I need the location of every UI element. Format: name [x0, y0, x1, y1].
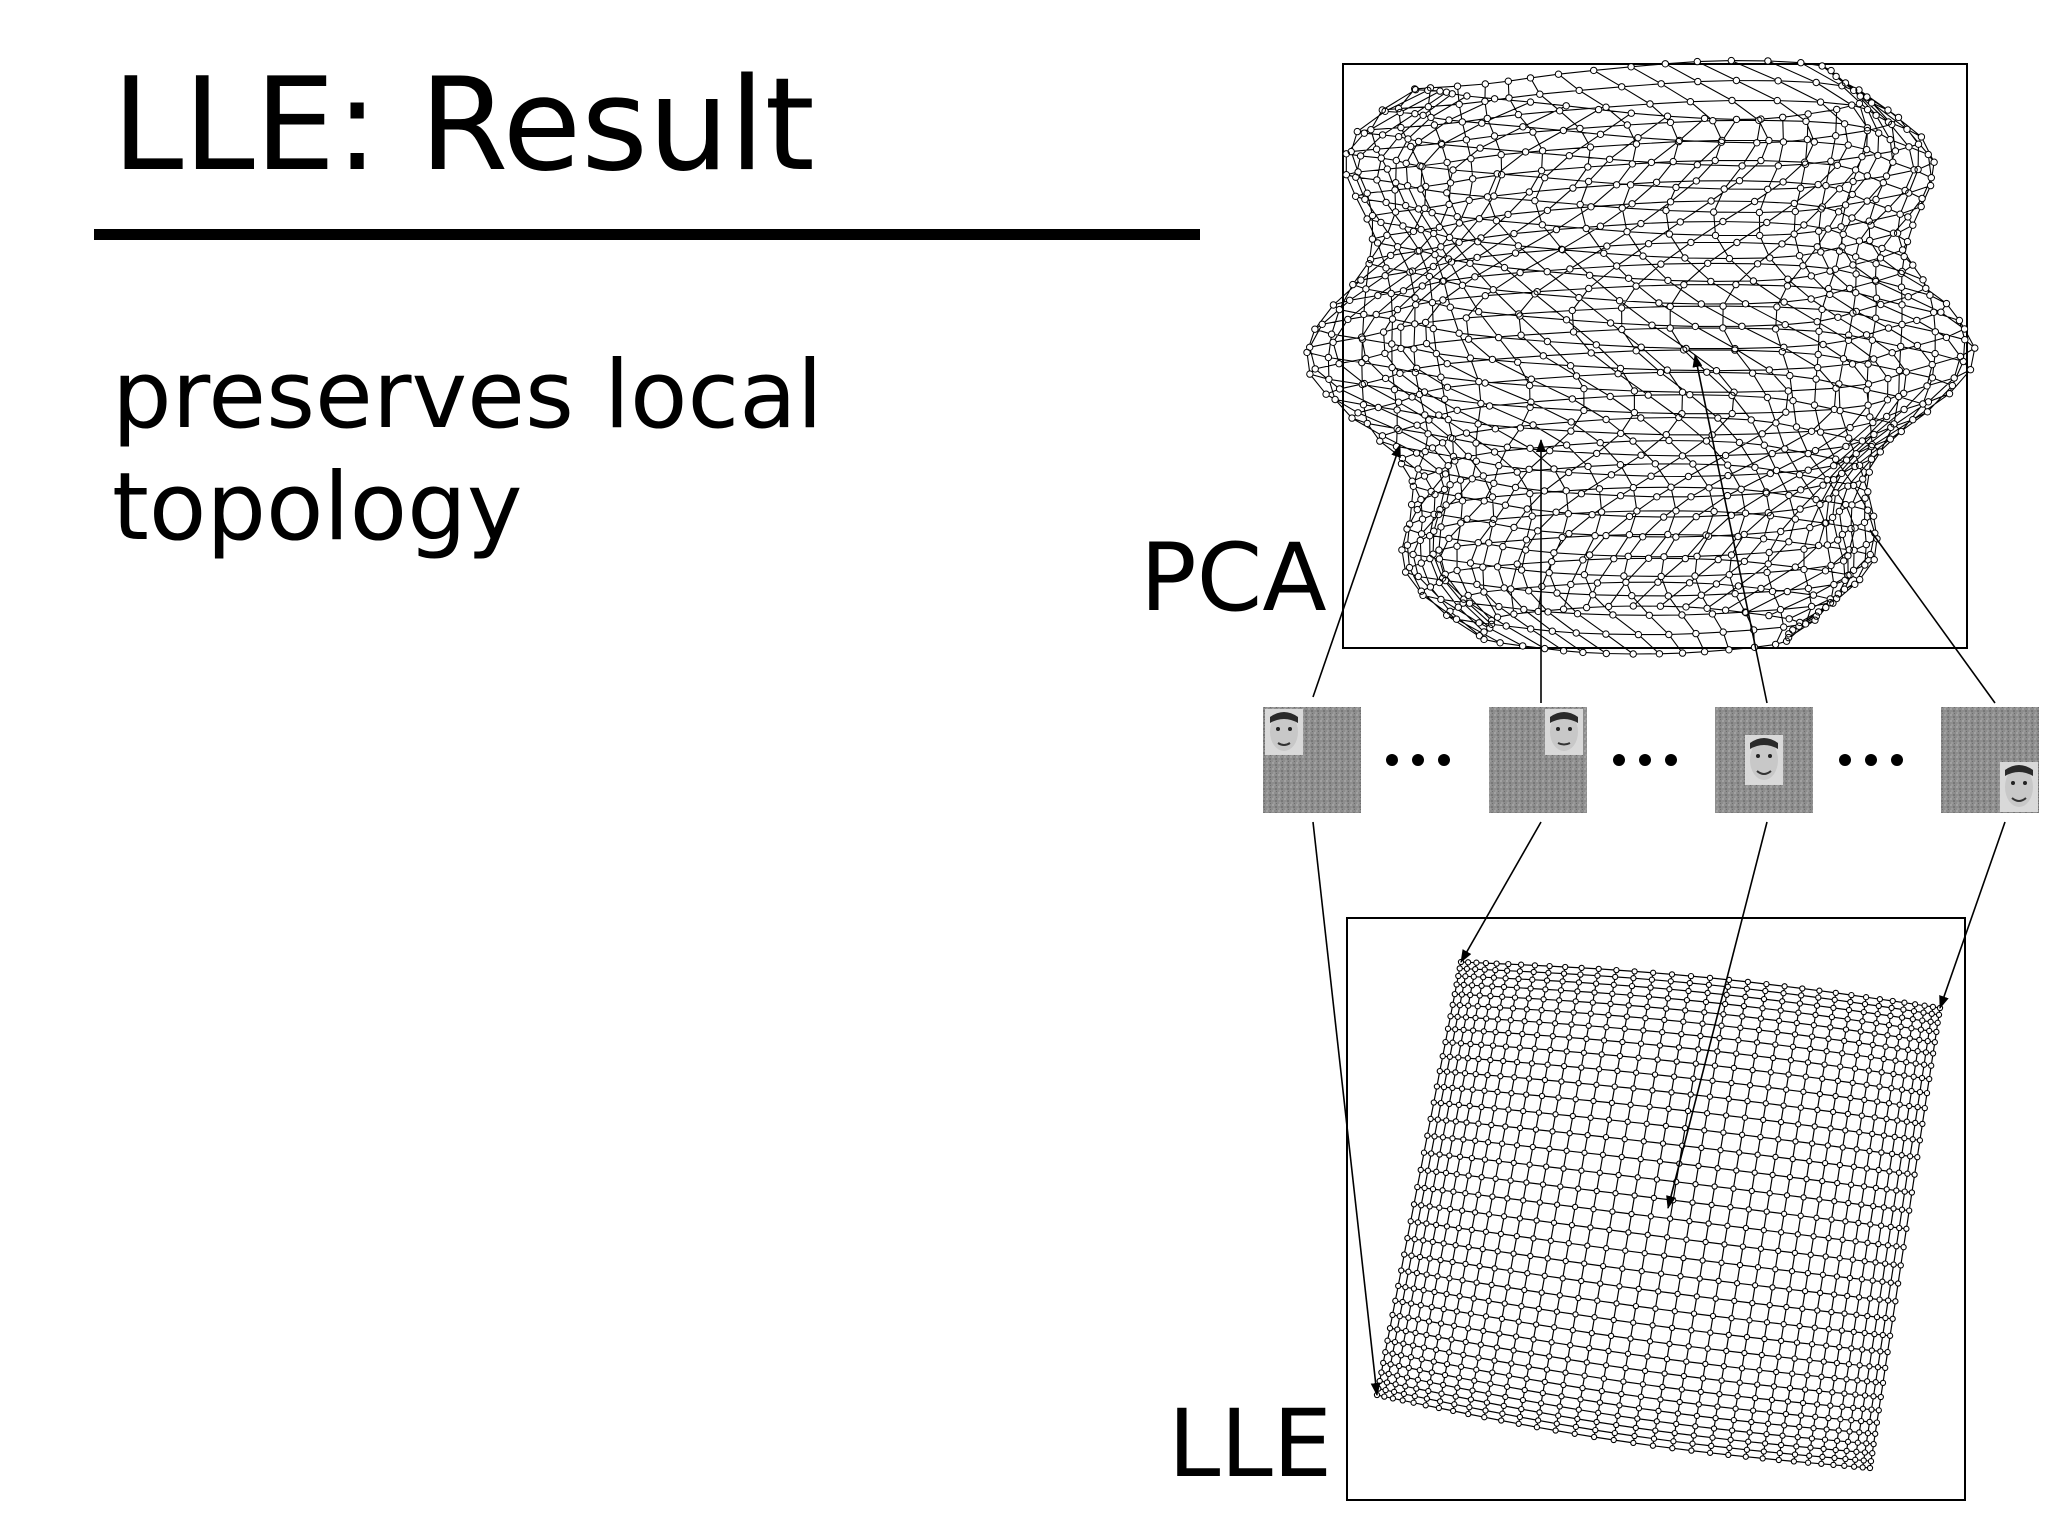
body-line-2: topology: [112, 453, 523, 562]
pca-embedding-plot: [1303, 56, 1979, 658]
body-text: preserves local topology: [112, 340, 823, 564]
face-thumbnail-3: [1715, 707, 1813, 813]
pca-label: PCA: [1140, 524, 1327, 633]
title-underline: [94, 229, 1200, 240]
pca-connectors: [1312, 354, 1996, 704]
face-thumbnail-1: [1263, 707, 1361, 813]
lle-connectors: [1312, 821, 2006, 1396]
lle-panel-frame: [1346, 917, 1966, 1501]
ellipsis-3: [1839, 754, 1903, 766]
slide-title: LLE: Result: [112, 51, 815, 200]
face-strip: [1263, 707, 2039, 813]
ellipsis-2: [1613, 754, 1677, 766]
body-line-1: preserves local: [112, 341, 823, 450]
lle-label: LLE: [1168, 1390, 1333, 1499]
face-thumbnail-4: [1941, 707, 2039, 813]
ellipsis-1: [1386, 754, 1450, 766]
face-thumbnail-2: [1489, 707, 1587, 813]
lle-embedding-plot: [1373, 958, 1944, 1472]
pca-panel-frame: [1342, 63, 1968, 649]
